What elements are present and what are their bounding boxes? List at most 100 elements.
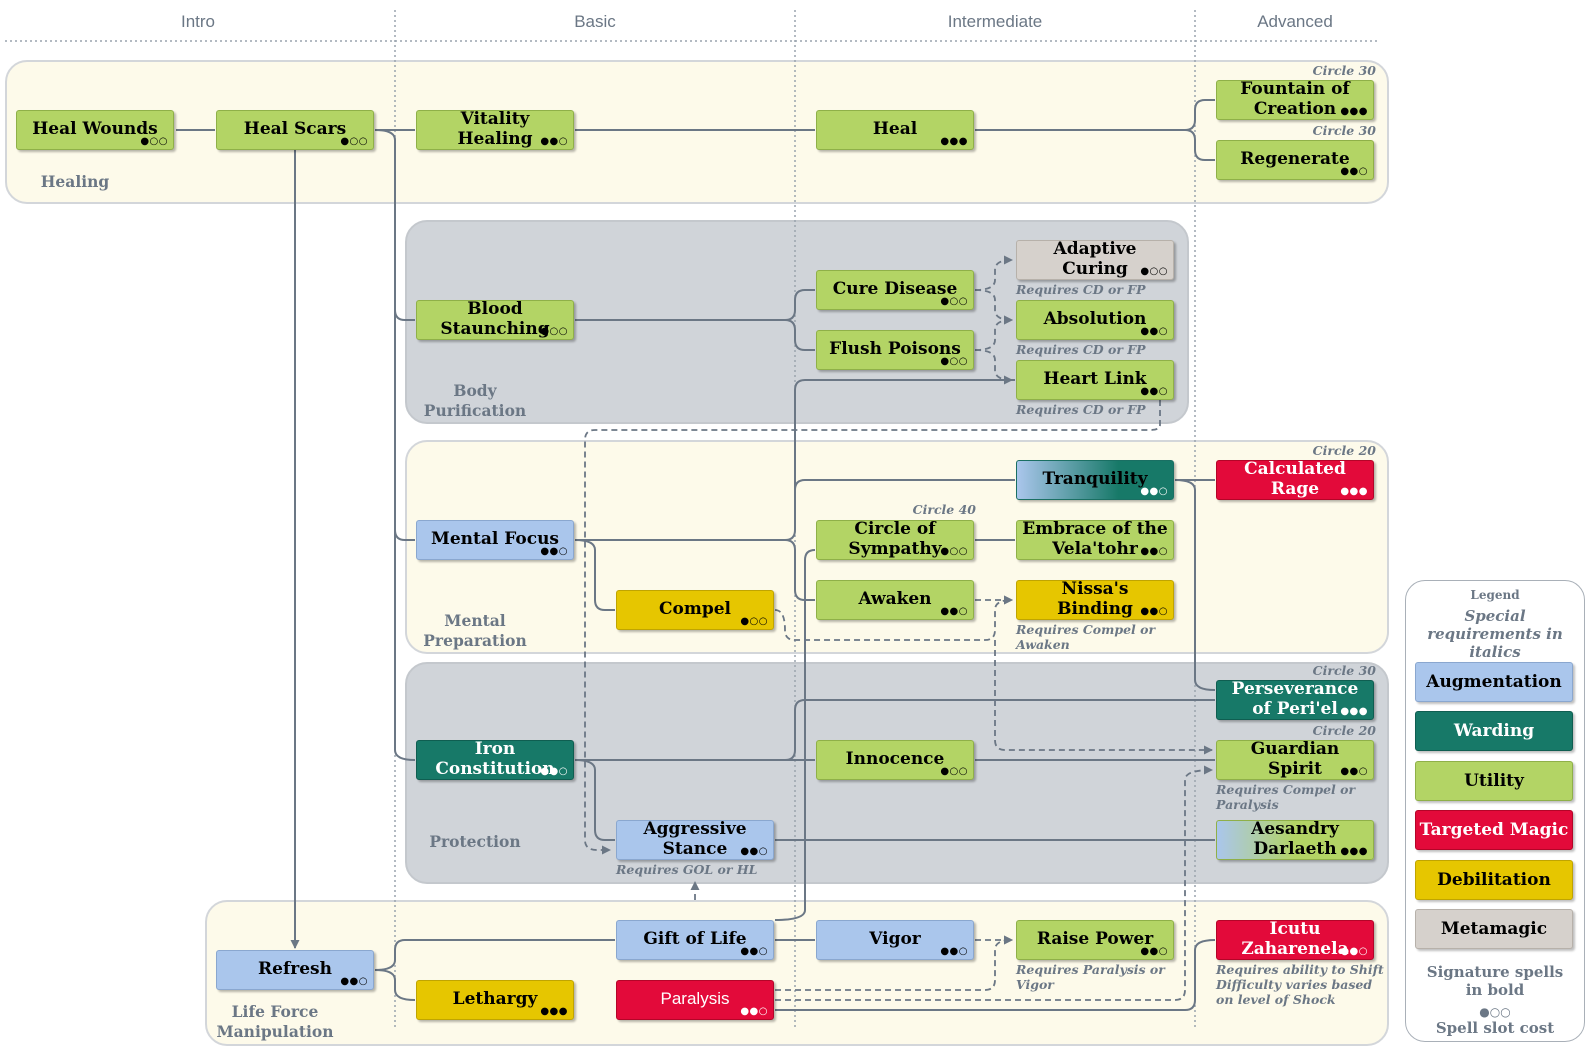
spell-name: Aggressive Stance <box>643 819 747 859</box>
spell-vitality-healing[interactable]: Vitality Healing ●●○ <box>416 109 574 150</box>
requirement-note: Requires CD or FP <box>1016 282 1146 297</box>
spell-cost: ●○○ <box>740 616 768 627</box>
spell-cost: ●○○ <box>340 136 368 147</box>
edge-dashed <box>775 935 1013 991</box>
spell-name: Heal Scars <box>243 119 347 139</box>
edge-solid <box>374 969 416 1001</box>
spell-cost: ●○○ <box>140 136 168 147</box>
spell-name: Vitality Healing <box>457 109 533 149</box>
legend-augmentation: Augmentation <box>1415 662 1573 702</box>
legend-title: Legend <box>1470 588 1520 602</box>
spell-cost: ●●○ <box>940 946 968 957</box>
edge-solid <box>775 939 1216 1011</box>
spell-name: Heal Wounds <box>32 119 158 139</box>
spell-name: Icutu Zaharenela <box>1241 919 1349 959</box>
spell-name: Compel <box>658 599 732 619</box>
spell-name: Heal <box>872 119 918 139</box>
spell-heal-wounds[interactable]: Heal Wounds●○○ <box>16 110 174 150</box>
edge-solid <box>575 379 1015 541</box>
legend-warding: Warding <box>1415 711 1573 751</box>
spell-name: Heart Link <box>1043 369 1147 389</box>
spell-raise-power[interactable]: Raise Power●●○ <box>1016 920 1174 960</box>
spell-cost: ●●○ <box>940 606 968 617</box>
edge-dashed <box>974 255 1013 291</box>
spell-compel[interactable]: Compel ●○○ <box>616 590 774 630</box>
spell-cost: ●●○ <box>740 946 768 957</box>
spell-cost: ●●○ <box>540 766 568 777</box>
spell-cost: ●●○ <box>1140 546 1168 557</box>
spell-perseverance-of-periel[interactable]: Perseverance of Peri'el●●● <box>1216 679 1374 720</box>
edge-solid <box>1174 479 1216 691</box>
edge-dashed <box>774 595 1013 641</box>
edge-dashed <box>775 765 1213 1001</box>
edge-solid <box>774 549 816 921</box>
spell-cost: ●●● <box>1340 846 1368 857</box>
spell-fountain-of-creation[interactable]: Fountain of Creation●●● <box>1216 79 1374 120</box>
spell-lethargy[interactable]: Lethargy●●● <box>416 980 574 1020</box>
edge-solid <box>784 319 815 351</box>
spell-iron-constitution[interactable]: Iron Constitution●●○ <box>416 739 574 780</box>
group-label-healing: Healing <box>40 172 110 191</box>
spell-paralysis[interactable]: Paralysis●●○ <box>616 980 774 1020</box>
spell-cost: ●●○ <box>1140 386 1168 397</box>
spell-aggressive-stance[interactable]: Aggressive Stance●●○ <box>616 819 774 860</box>
circle-requirement: Circle 40 <box>912 502 976 517</box>
legend-cost-symbol: ●○○ <box>1479 1005 1511 1019</box>
edge-dashed <box>584 400 1161 855</box>
spell-cost: ●●○ <box>1140 946 1168 957</box>
spell-embrace-of-the-velatohr[interactable]: Embrace of the Vela'tohr●●○ <box>1016 519 1174 560</box>
spell-aesandry-darlaeth[interactable]: Aesandry Darlaeth●●● <box>1216 819 1374 860</box>
spell-awaken[interactable]: Awaken ●●○ <box>816 580 974 620</box>
requirement-note: Requires Compel or Awaken <box>1016 622 1156 652</box>
spell-name: Awaken <box>858 589 932 609</box>
spell-cost: ●○○ <box>940 296 968 307</box>
spell-nissas-binding[interactable]: Nissa's Binding●●○ <box>1016 579 1174 620</box>
spell-heart-link[interactable]: Heart Link●●○ <box>1016 360 1174 400</box>
spell-cost: ●●○ <box>540 136 568 147</box>
tier-header-intermediate: Intermediate <box>947 12 1043 31</box>
group-label-protection: Protection <box>429 832 521 851</box>
spell-mental-focus[interactable]: Mental Focus●●○ <box>416 520 574 560</box>
spell-name: Paralysis <box>660 989 730 1008</box>
spell-tranquility[interactable]: Tranquility●●○ <box>1016 460 1174 500</box>
spell-circle-of-sympathy[interactable]: Circle of Sympathy●○○ <box>816 519 974 560</box>
spell-heal[interactable]: Heal●●● <box>816 110 974 150</box>
group-label-mental-preparation: Mental Preparation <box>423 611 527 650</box>
spell-gift-of-life[interactable]: Gift of Life●●○ <box>616 920 774 960</box>
edge-dashed <box>974 349 1013 385</box>
spell-guardian-spirit[interactable]: Guardian Spirit●●○ <box>1216 739 1374 780</box>
edge-dashed <box>974 315 1013 351</box>
spell-name: Raise Power <box>1036 929 1154 949</box>
spell-name: Cure Disease <box>832 279 958 299</box>
group-label-body-purification: Body Purification <box>423 381 527 420</box>
spell-blood-staunching[interactable]: Blood Staunching●○○ <box>416 299 574 340</box>
spell-cost: ●●● <box>540 1006 568 1017</box>
spell-cure-disease[interactable]: Cure Disease●○○ <box>816 270 974 310</box>
spell-icutu-zaharenela[interactable]: Icutu Zaharenela●●○ <box>1216 919 1374 960</box>
spell-cost: ●●○ <box>1340 766 1368 777</box>
legend-targeted-magic: Targeted Magic <box>1415 810 1573 850</box>
spell-flush-poisons[interactable]: Flush Poisons●○○ <box>816 330 974 370</box>
legend-special-requirements: Special requirements in italics <box>1427 607 1563 661</box>
spell-regenerate[interactable]: Regenerate●●○ <box>1216 140 1374 180</box>
spell-absolution[interactable]: Absolution●●○ <box>1016 300 1174 340</box>
spell-name: Refresh <box>258 959 332 979</box>
spell-adaptive-curing[interactable]: Adaptive Curing●○○ <box>1016 239 1174 280</box>
legend-debilitation: Debilitation <box>1415 860 1573 900</box>
legend-utility: Utility <box>1415 761 1573 801</box>
spell-refresh[interactable]: Refresh ●●○ <box>216 950 374 990</box>
spell-cost: ●○○ <box>940 766 968 777</box>
spell-innocence[interactable]: Innocence●○○ <box>816 740 974 780</box>
spell-calculated-rage[interactable]: Calculated Rage●●● <box>1216 459 1374 500</box>
spell-cost: ●○○ <box>940 356 968 367</box>
requirement-note: Requires ability to Shift Difficulty var… <box>1216 962 1384 1007</box>
spell-vigor[interactable]: Vigor●●○ <box>816 920 974 960</box>
legend-metamagic: Metamagic <box>1415 909 1573 949</box>
spell-cost: ●●○ <box>340 976 368 987</box>
legend-cost-label: Spell slot cost <box>1435 1019 1555 1037</box>
spell-name: Regenerate <box>1240 149 1350 169</box>
spell-cost: ●○○ <box>1140 266 1168 277</box>
spell-heal-scars[interactable]: Heal Scars●○○ <box>216 110 374 150</box>
spell-name: Calculated Rage <box>1244 459 1346 499</box>
